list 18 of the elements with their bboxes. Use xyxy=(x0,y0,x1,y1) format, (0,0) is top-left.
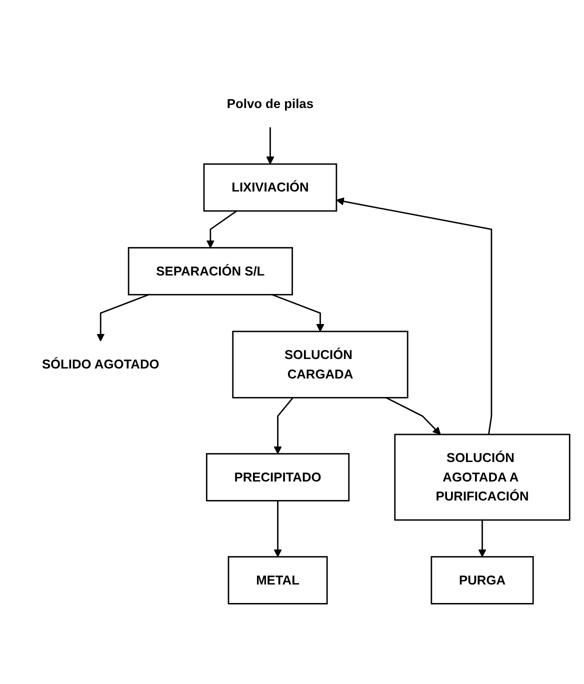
arrow xyxy=(206,210,238,248)
node-box: PRECIPITADO xyxy=(206,453,350,502)
arrow xyxy=(274,397,294,454)
node-box: SOLUCIÓN AGOTADA A PURIFICACIÓN xyxy=(394,434,570,521)
node-box: SEPARACIÓN S/L xyxy=(128,247,293,296)
arrow xyxy=(96,294,150,342)
node-text: SÓLIDO AGOTADO xyxy=(42,356,160,372)
arrow xyxy=(478,520,486,558)
node-box: LIXIVIACIÓN xyxy=(203,163,338,212)
node-text: Polvo de pilas xyxy=(226,96,314,111)
node-box: METAL xyxy=(228,556,328,604)
arrow xyxy=(272,294,324,332)
arrow xyxy=(274,500,282,558)
node-box: SOLUCIÓN CARGADA xyxy=(232,330,408,398)
arrow xyxy=(336,197,492,435)
arrow xyxy=(386,397,441,435)
arrow xyxy=(266,127,274,164)
node-box: PURGA xyxy=(430,556,534,604)
